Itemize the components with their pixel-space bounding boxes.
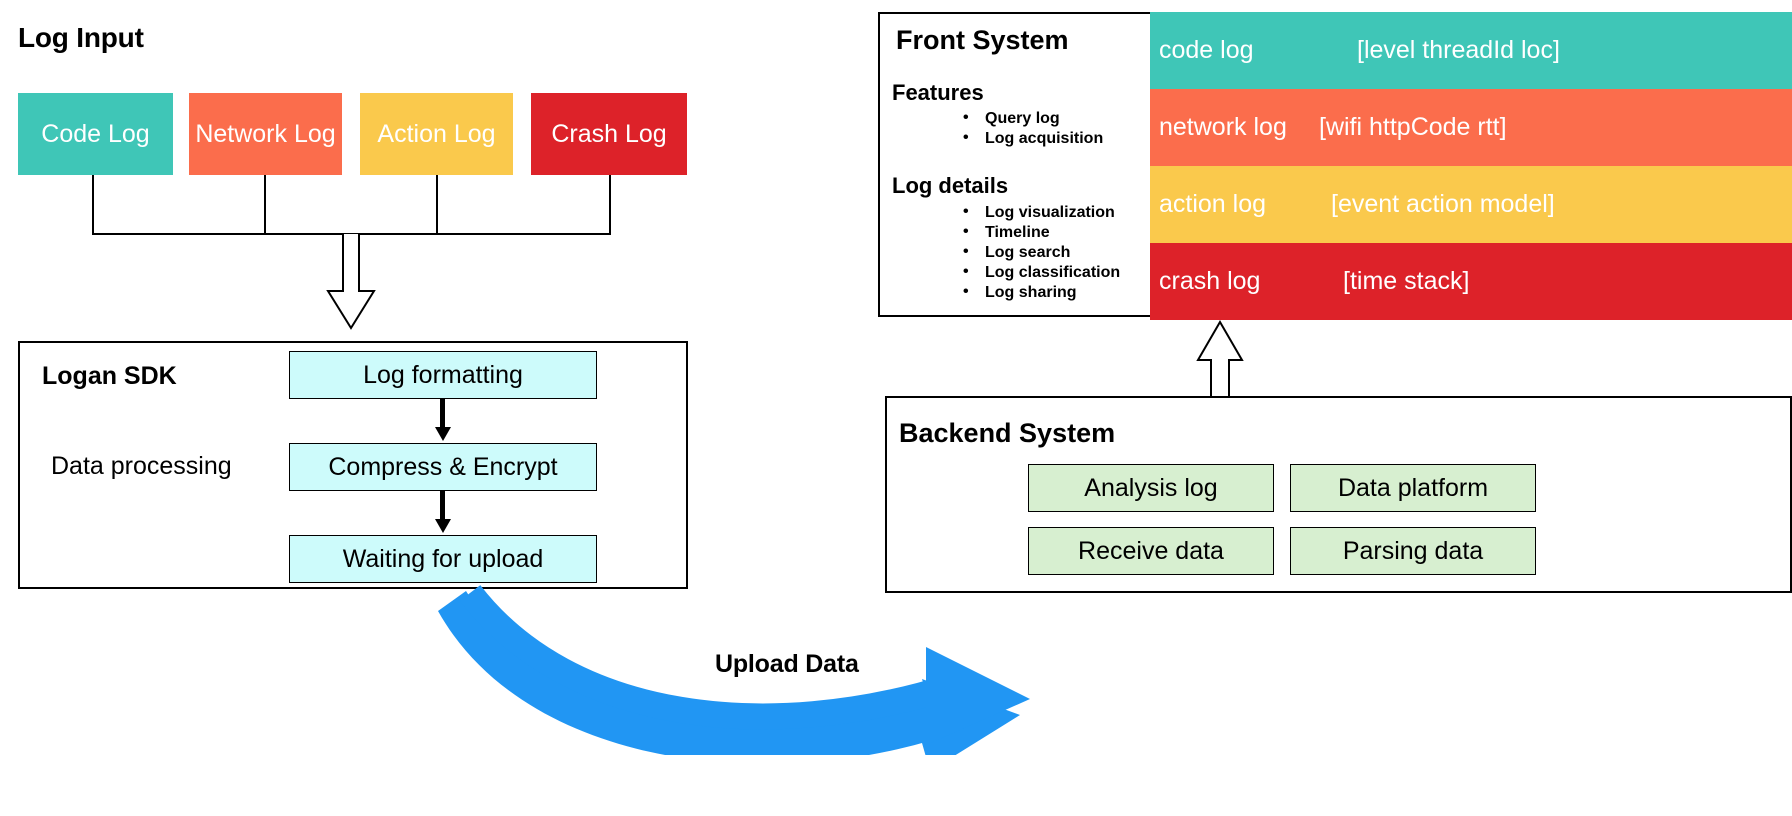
log-type-row-action-log[interactable]: action log [event action model] [1150,166,1792,243]
source-box-code-log[interactable]: Code Log [18,93,173,175]
connector-line-network [264,175,266,235]
log-type-name: code log [1159,36,1254,64]
list-item: Log sharing [955,282,1120,303]
backend-box-receive-data[interactable]: Receive data [1028,527,1274,575]
list-item: Log acquisition [955,128,1103,149]
front-system-title: Front System [896,25,1069,55]
sdk-step-label: Log formatting [363,360,523,389]
backend-system-title: Backend System [899,418,1116,448]
logan-sdk-subtitle: Data processing [51,452,232,480]
log-type-fields: [level threadId loc] [1357,36,1560,64]
list-item: Log search [955,242,1120,263]
log-type-row-crash-log[interactable]: crash log [time stack] [1150,243,1792,320]
backend-box-label: Analysis log [1084,473,1218,502]
arrow-down-icon [435,399,451,441]
backend-box-label: Data platform [1337,473,1489,502]
source-box-network-log[interactable]: Network Log [189,93,342,175]
front-system-section-heading-features: Features [892,80,984,105]
arrow-up-icon [1196,320,1244,401]
arrow-down-icon [326,233,376,330]
source-box-label: Network Log [195,119,336,148]
source-box-label: Action Log [377,119,496,148]
backend-box-data-platform[interactable]: Data platform [1290,464,1536,512]
backend-box-label: Receive data [1078,536,1224,565]
backend-box-analysis-log[interactable]: Analysis log [1028,464,1274,512]
log-type-name: crash log [1159,267,1261,295]
list-item: Log visualization [955,202,1120,223]
backend-box-label: Parsing data [1342,536,1484,565]
source-box-action-log[interactable]: Action Log [360,93,513,175]
logan-sdk-title: Logan SDK [42,362,177,390]
list-item: Timeline [955,222,1120,243]
log-type-fields: [wifi httpCode rtt] [1319,113,1507,141]
front-system-log-details-list: Log visualization Timeline Log search Lo… [955,202,1120,303]
list-item: Log classification [955,262,1120,283]
sdk-step-label: Waiting for upload [342,544,544,573]
front-system-section-heading-log-details: Log details [892,173,1009,198]
backend-box-parsing-data[interactable]: Parsing data [1290,527,1536,575]
sdk-step-label: Compress & Encrypt [328,452,558,481]
log-type-row-network-log[interactable]: network log [wifi httpCode rtt] [1150,89,1792,166]
connector-line-code [92,175,94,235]
log-type-fields: [event action model] [1331,190,1555,218]
log-input-title: Log Input [18,22,144,53]
sdk-step-compress-encrypt[interactable]: Compress & Encrypt [289,443,597,491]
connector-line-crash [609,175,611,235]
source-box-label: Crash Log [551,119,667,148]
upload-data-arrow-icon [438,585,1030,755]
sdk-step-waiting-for-upload[interactable]: Waiting for upload [289,535,597,583]
arrow-down-icon [435,491,451,533]
source-box-crash-log[interactable]: Crash Log [531,93,687,175]
connector-line-action [436,175,438,235]
front-system-features-list: Query log Log acquisition [955,108,1103,149]
log-type-name: action log [1159,190,1267,218]
sdk-step-log-formatting[interactable]: Log formatting [289,351,597,399]
upload-data-label: Upload Data [715,650,859,678]
log-type-row-code-log[interactable]: code log [level threadId loc] [1150,12,1792,89]
log-type-name: network log [1159,113,1287,141]
log-type-fields: [time stack] [1343,267,1470,295]
list-item: Query log [955,108,1103,129]
source-box-label: Code Log [41,119,150,148]
